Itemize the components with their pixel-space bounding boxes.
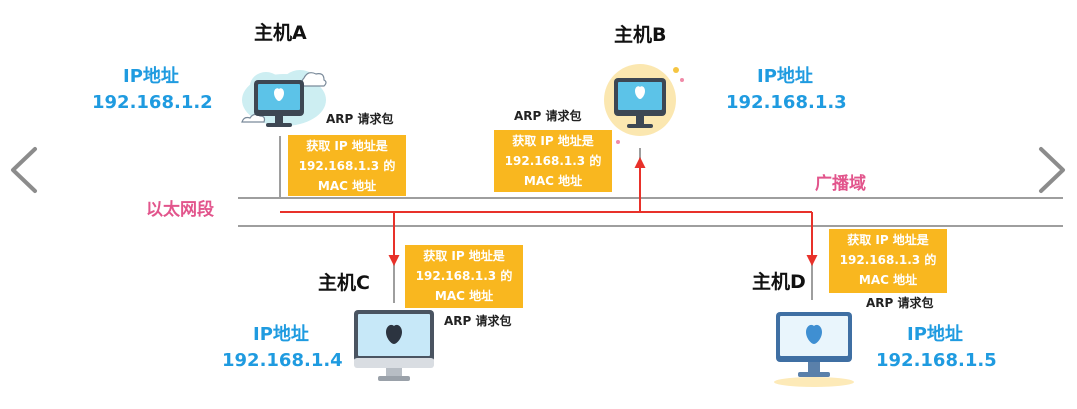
host-c-arp-packet: 获取 IP 地址是 192.168.1.3 的 MAC 地址	[405, 245, 523, 308]
host-b-arp-label: ARP 请求包	[514, 109, 582, 123]
host-c-ip-label: IP地址	[253, 324, 309, 345]
host-b-ip-label: IP地址	[757, 66, 813, 87]
packet-line-2: 192.168.1.3 的	[504, 154, 602, 168]
apple-logo-icon	[386, 324, 402, 344]
host-d-name: 主机D	[752, 271, 806, 293]
host-d-arp-label: ARP 请求包	[866, 296, 934, 310]
arrow-down-to-host-c	[388, 255, 400, 266]
arrow-down-to-host-d	[806, 255, 818, 266]
packet-line-3: MAC 地址	[434, 289, 494, 303]
host-a-arp-packet: 获取 IP 地址是 192.168.1.3 的 MAC 地址	[288, 135, 406, 196]
chevron-left-icon	[11, 147, 37, 193]
host-d-arp-packet: 获取 IP 地址是 192.168.1.3 的 MAC 地址	[829, 229, 947, 293]
host-c-ip-block: IP地址 192.168.1.4	[222, 322, 343, 374]
monitor-icon	[241, 70, 327, 127]
host-a-ip-block: IP地址 192.168.1.2	[92, 64, 213, 116]
host-b-ip: 192.168.1.3	[726, 92, 847, 113]
packet-line-2: 192.168.1.3 的	[415, 269, 513, 283]
host-c-arp-label: ARP 请求包	[444, 314, 512, 328]
host-b-name: 主机B	[614, 24, 667, 46]
host-b-icon	[598, 60, 688, 154]
monitor-icon	[774, 312, 854, 387]
host-a-icon	[238, 66, 330, 140]
host-a-arp-label: ARP 请求包	[326, 112, 394, 126]
broadcast-domain-label: 广播域	[815, 174, 866, 194]
host-b-arp-packet: 获取 IP 地址是 192.168.1.3 的 MAC 地址	[494, 130, 612, 192]
packet-line-3: MAC 地址	[317, 179, 377, 193]
packet-line-1: 获取 IP 地址是	[423, 249, 505, 263]
apple-logo-icon	[274, 88, 284, 101]
host-c-ip: 192.168.1.4	[222, 350, 343, 371]
host-a-ip: 192.168.1.2	[92, 92, 213, 113]
host-b-ip-block: IP地址 192.168.1.3	[726, 64, 847, 116]
apple-logo-icon	[635, 86, 645, 99]
apple-logo-icon	[806, 324, 822, 344]
packet-line-1: 获取 IP 地址是	[512, 134, 594, 148]
host-d-ip: 192.168.1.5	[876, 350, 997, 371]
host-c-icon	[352, 306, 436, 390]
host-c-name: 主机C	[318, 272, 370, 294]
packet-line-1: 获取 IP 地址是	[847, 233, 929, 247]
next-slide-button[interactable]	[1036, 146, 1068, 198]
packet-line-2: 192.168.1.3 的	[839, 253, 937, 267]
host-d-ip-label: IP地址	[907, 324, 963, 345]
host-a-ip-label: IP地址	[123, 66, 179, 87]
packet-line-1: 获取 IP 地址是	[306, 139, 388, 153]
host-a-name: 主机A	[254, 22, 307, 44]
host-d-icon	[772, 306, 856, 392]
packet-line-3: MAC 地址	[858, 273, 918, 287]
arrow-up-to-host-b	[634, 157, 646, 168]
host-d-ip-block: IP地址 192.168.1.5	[876, 322, 997, 374]
monitor-icon	[604, 64, 684, 144]
ethernet-segment-label: 以太网段	[146, 200, 214, 220]
broadcast-path	[280, 157, 818, 266]
packet-line-2: 192.168.1.3 的	[298, 159, 396, 173]
packet-line-3: MAC 地址	[523, 174, 583, 188]
monitor-icon	[354, 310, 434, 381]
chevron-right-icon	[1039, 147, 1065, 193]
prev-slide-button[interactable]	[8, 146, 40, 198]
